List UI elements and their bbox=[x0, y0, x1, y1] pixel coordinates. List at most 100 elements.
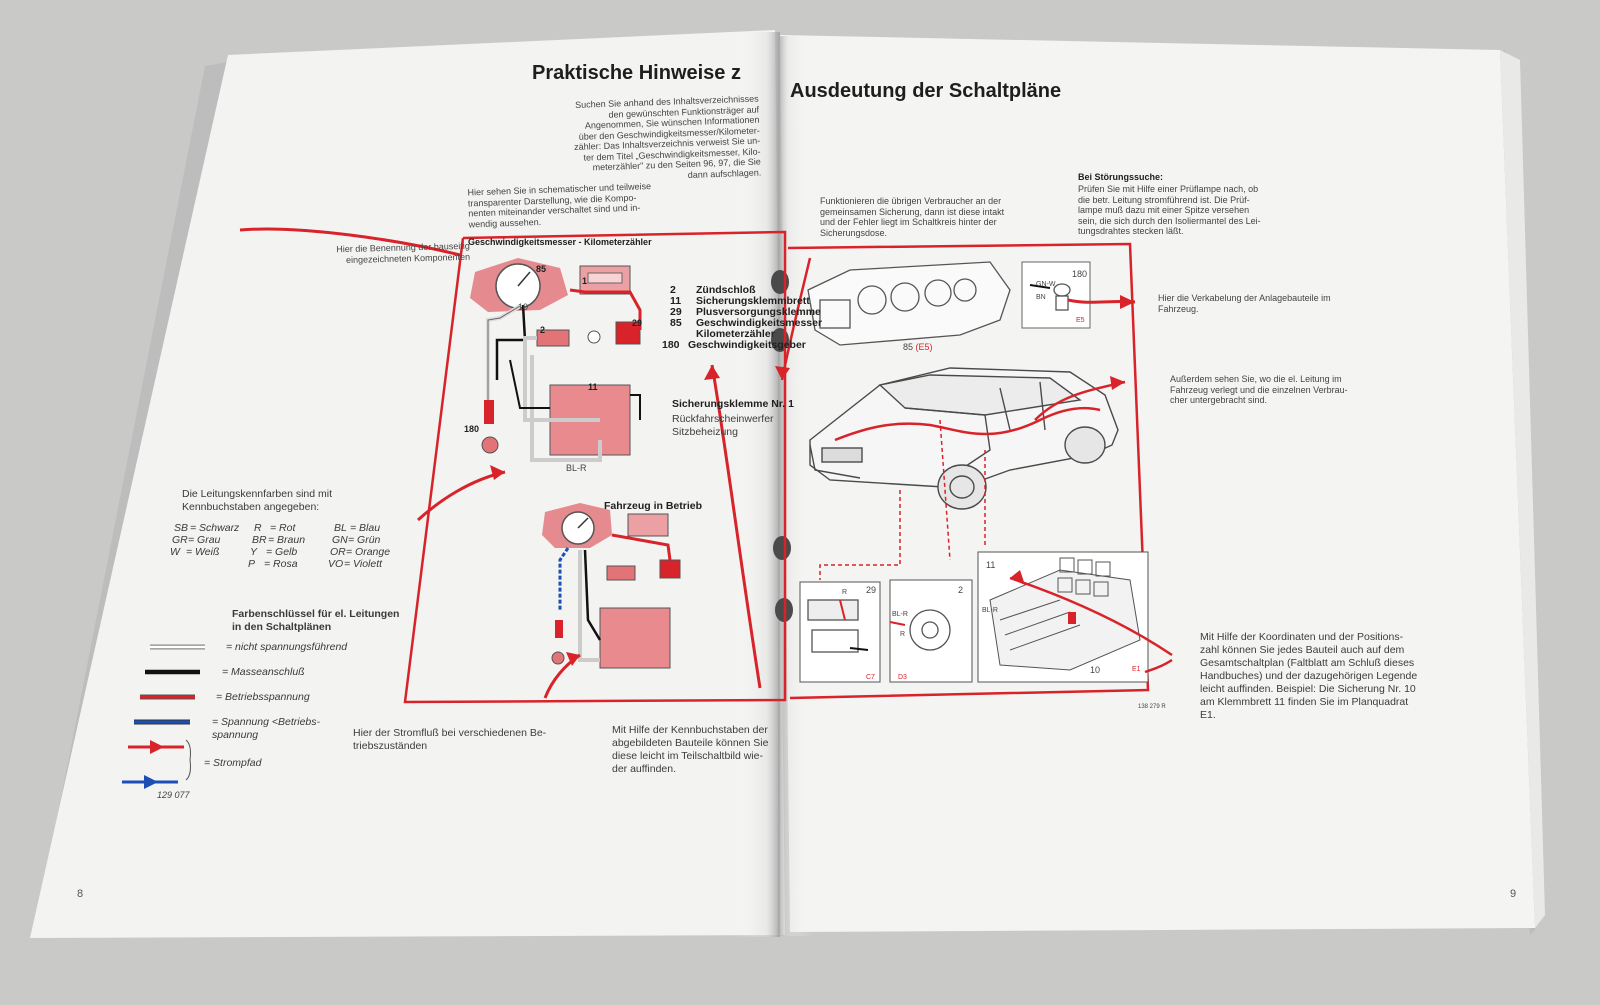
page-title-left: Praktische Hinweise z bbox=[532, 62, 741, 84]
legend-item: = Betriebsspannung bbox=[216, 691, 310, 703]
page-number-right: 9 bbox=[1510, 888, 1517, 900]
left-page bbox=[30, 30, 785, 938]
terminal-29 bbox=[615, 321, 641, 345]
label-29: 29 bbox=[632, 318, 643, 328]
label-e1: E1 bbox=[1132, 666, 1141, 673]
terminal-bottom bbox=[659, 559, 681, 579]
label-85: 85 bbox=[536, 264, 547, 274]
label-10: 10 bbox=[518, 302, 529, 312]
right-page bbox=[780, 35, 1535, 932]
label-r: R bbox=[842, 589, 848, 596]
wires-bottom bbox=[558, 533, 672, 662]
sensor-bottom bbox=[555, 620, 563, 638]
label-85-right: 85 (E5) bbox=[903, 342, 933, 353]
arrowhead bbox=[775, 366, 790, 380]
consumers-note: Funktionieren die übrigen Verbraucher an… bbox=[820, 196, 1005, 238]
wires-top bbox=[486, 288, 642, 462]
figure-code-right: 138 279 R bbox=[1138, 704, 1166, 710]
label-2-right: 2 bbox=[958, 585, 964, 595]
connector-bottom bbox=[606, 565, 636, 581]
right-page-edge bbox=[1500, 50, 1545, 928]
label-10-right: 10 bbox=[1090, 665, 1101, 675]
detail-box-2 bbox=[889, 579, 973, 683]
legend-item: = Strompfad bbox=[204, 757, 262, 769]
label-r: R bbox=[900, 631, 906, 638]
ignition-detail bbox=[889, 609, 951, 651]
speed-sensor-180 bbox=[481, 400, 499, 454]
label-bn: BN bbox=[1036, 294, 1046, 301]
dashboard-sketch bbox=[807, 261, 1011, 346]
diagram-title: Geschwindigkeitsmesser - Kilometerzähler bbox=[468, 237, 652, 247]
speedometer-bottom bbox=[542, 503, 612, 548]
letter-note: Mit Hilfe der Kennbuchstaben der abgebil… bbox=[612, 724, 769, 775]
fuse-box-bottom bbox=[599, 607, 671, 669]
legend-swatches bbox=[122, 644, 205, 789]
schematic-note: Hier sehen Sie in schematischer und teil… bbox=[467, 181, 652, 229]
arrowhead bbox=[704, 365, 720, 380]
operating-heading: Fahrzeug in Betrieb bbox=[604, 500, 703, 512]
arrowhead bbox=[490, 465, 505, 480]
label-bl-r-right: BL-R bbox=[892, 611, 908, 618]
terminal-block-29 bbox=[807, 599, 869, 653]
label-2: 2 bbox=[540, 325, 546, 335]
page-number-left: 8 bbox=[77, 888, 84, 900]
gauge-box-bottom bbox=[627, 513, 669, 537]
binding-hole bbox=[773, 536, 791, 560]
dashed-leaders bbox=[819, 419, 986, 580]
arrowhead bbox=[1110, 376, 1125, 390]
fuse-panel-detail bbox=[989, 557, 1141, 671]
wire-colors-note: Die Leitungskennfarben sind mit Kennbuch… bbox=[182, 488, 333, 513]
legend-item: = Spannung <Betriebs- spannung bbox=[212, 716, 320, 741]
label-bl-r-right: BL-R bbox=[982, 607, 998, 614]
car-sketch bbox=[809, 367, 1119, 510]
fuse-heading: Sicherungsklemme Nr. 1 bbox=[672, 398, 794, 410]
label-e5: E5 bbox=[1076, 317, 1085, 324]
wiring-note: Hier die Verkabelung der Anlagebauteile … bbox=[1158, 293, 1331, 314]
troubleshoot-heading: Bei Störungssuche: bbox=[1078, 172, 1164, 182]
label-180: 180 bbox=[464, 424, 480, 434]
sensor-bottom-gear bbox=[551, 651, 565, 665]
gauge-box-top bbox=[579, 265, 631, 295]
label-29-right: 29 bbox=[866, 585, 877, 595]
label-85-coord: (E5) bbox=[915, 342, 933, 352]
figure-code-left: 129 077 bbox=[157, 790, 190, 800]
label-11: 11 bbox=[588, 382, 598, 392]
legend-item: = Masseanschluß bbox=[222, 666, 305, 678]
label-gnw: GN-W bbox=[1036, 281, 1056, 288]
arrowhead bbox=[1120, 295, 1135, 309]
gutter-shade-right bbox=[778, 36, 813, 936]
arrowhead bbox=[1010, 570, 1025, 585]
color-key-title: Farbenschlüssel für el. Leitungen in den… bbox=[232, 608, 400, 633]
label-180-right: 180 bbox=[1072, 269, 1088, 279]
arrowhead bbox=[566, 652, 580, 666]
detail-box-180 bbox=[1021, 261, 1091, 329]
intro-text: Suchen Sie anhand des Inhaltsverzeichnis… bbox=[573, 93, 762, 180]
label-bl-r: BL-R bbox=[566, 463, 587, 473]
fuse-text: Rückfahrscheinwerfer Sitzbeheizung bbox=[672, 413, 774, 438]
gutter-shade-left bbox=[735, 32, 780, 937]
label-d3: D3 bbox=[898, 674, 907, 681]
pointer-arrows-right bbox=[780, 257, 1173, 674]
detail-box-29 bbox=[799, 581, 881, 683]
troubleshoot-text: Prüfen Sie mit Hilfe einer Prüflampe nac… bbox=[1078, 184, 1261, 236]
binding-hole bbox=[771, 270, 789, 294]
label-85-num: 85 bbox=[903, 342, 914, 352]
component-note: Hier die Benennung der bauseitig eingeze… bbox=[336, 240, 471, 265]
page-title-right: Ausdeutung der Schaltpläne bbox=[790, 80, 1062, 102]
legend-item: = nicht spannungsführend bbox=[226, 641, 348, 653]
component-row: Kilometerzähler bbox=[696, 328, 775, 340]
ignition-lock bbox=[587, 330, 601, 344]
label-11-right: 11 bbox=[986, 560, 996, 570]
coordinates-note: Mit Hilfe der Koordinaten und der Positi… bbox=[1200, 631, 1418, 721]
current-flow-note: Hier der Stromfluß bei verschiedenen Be-… bbox=[353, 727, 547, 752]
label-1: 1 bbox=[582, 276, 588, 286]
